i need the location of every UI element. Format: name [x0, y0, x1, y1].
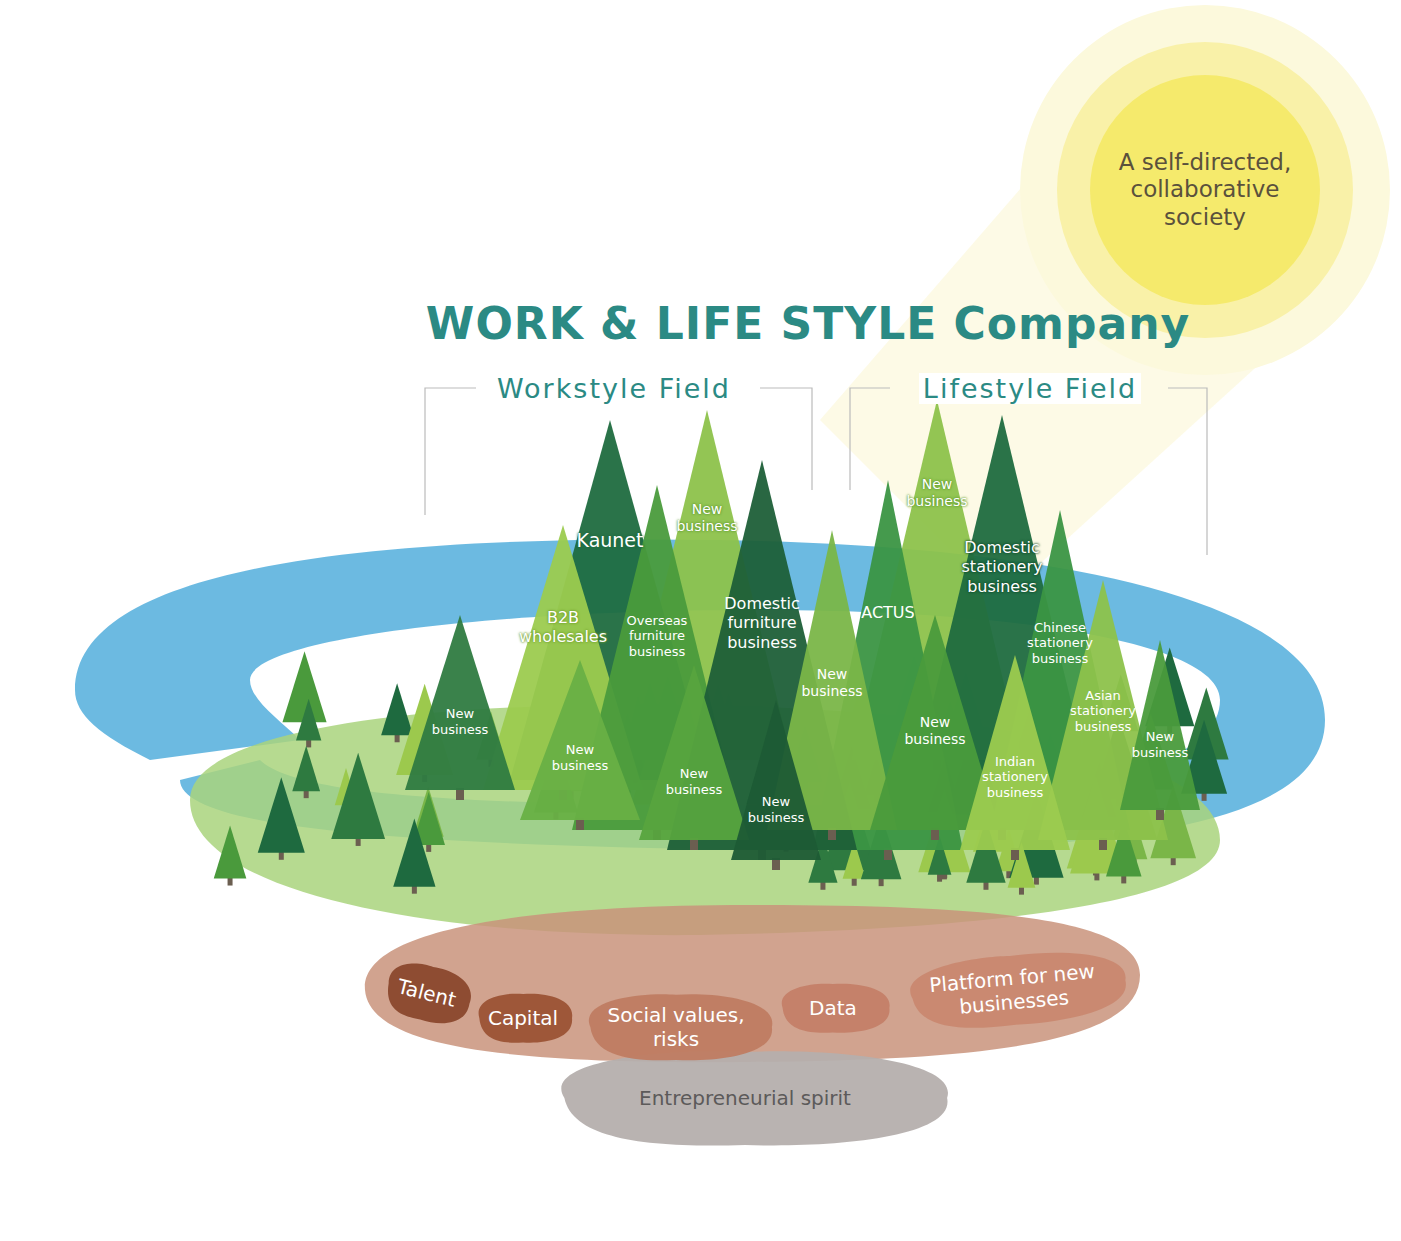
small-tree: [381, 683, 413, 742]
tree-crown: [393, 819, 435, 887]
tree-crown: [731, 700, 821, 860]
tree-crown: [296, 699, 321, 741]
node-label: Indian stationery business: [970, 754, 1060, 801]
sun-circle: A self-directed, collaborative society: [1090, 75, 1320, 305]
blob-fill: [589, 994, 772, 1060]
node-label: New business: [662, 501, 752, 535]
blob-fill: [479, 994, 573, 1043]
tree-crown: [292, 746, 320, 791]
blob-fill: [908, 946, 1129, 1034]
foundation-blob: Social values, risks: [574, 992, 778, 1062]
node-label: New business: [892, 476, 982, 510]
tree-crown: [639, 665, 749, 840]
tree-crown: [282, 651, 326, 722]
tree-crown: [1120, 640, 1200, 810]
blob-fill: [561, 1051, 948, 1145]
tree-crown: [331, 753, 385, 839]
node-label: Overseas furniture business: [612, 613, 702, 660]
field-label: Lifestyle Field: [919, 373, 1141, 404]
node-label: Social values, risks: [591, 1003, 761, 1051]
node-label: New business: [654, 766, 734, 797]
node-label: Kaunet: [550, 529, 670, 552]
tree-shape: [731, 700, 821, 872]
field-bracket: [425, 388, 1207, 555]
tree-crown: [258, 777, 305, 853]
business-tree: New business: [405, 615, 515, 790]
node-label: B2B wholesales: [508, 608, 618, 646]
node-label: A self-directed, collaborative society: [1110, 149, 1300, 232]
foundation-blob: Data: [773, 982, 893, 1034]
diagram-title: WORK & LIFE STYLE Company: [426, 298, 1190, 349]
node-label: New business: [787, 666, 877, 700]
business-tree: New business: [731, 700, 821, 860]
small-tree: [292, 746, 320, 798]
node-label: Domestic furniture business: [707, 594, 817, 652]
field-label: Workstyle Field: [493, 373, 735, 404]
foundation-blob: Capital: [471, 992, 575, 1044]
node-label: New business: [540, 742, 620, 773]
node-label: New business: [1125, 729, 1195, 760]
node-label: Chinese stationery business: [1015, 620, 1105, 667]
node-label: New business: [736, 794, 816, 825]
small-tree: [393, 819, 435, 894]
small-tree: [1008, 842, 1036, 894]
foundation-blob: Entrepreneurial spirit: [530, 1048, 960, 1148]
blob-fill: [782, 984, 890, 1033]
node-label: Entrepreneurial spirit: [639, 1086, 851, 1110]
node-label: Data: [809, 996, 857, 1020]
tree-crown: [405, 615, 515, 790]
business-tree: New business: [1120, 640, 1200, 810]
node-label: ACTUS: [848, 603, 928, 622]
business-tree: New business: [520, 660, 640, 820]
node-label: New business: [420, 706, 500, 737]
small-tree: [258, 777, 305, 860]
small-tree: [296, 699, 321, 748]
node-label: New business: [890, 714, 980, 748]
blob-fill: [382, 957, 477, 1030]
node-label: Asian stationery business: [1058, 688, 1148, 735]
soil: [365, 905, 1140, 1062]
small-tree: [214, 826, 247, 886]
tree-crown: [381, 683, 413, 735]
small-tree: [331, 753, 385, 846]
business-tree: New business: [639, 665, 749, 840]
tree-crown: [960, 655, 1070, 850]
tree-crown: [520, 660, 640, 820]
sun-halo: [1057, 42, 1353, 338]
node-label: Capital: [488, 1006, 558, 1030]
node-label: Domestic stationery business: [952, 538, 1052, 596]
tree-shape: [639, 665, 749, 852]
business-tree: Indian stationery business: [960, 655, 1070, 850]
sun-disc: [1090, 75, 1320, 305]
tree-crown: [214, 826, 247, 879]
